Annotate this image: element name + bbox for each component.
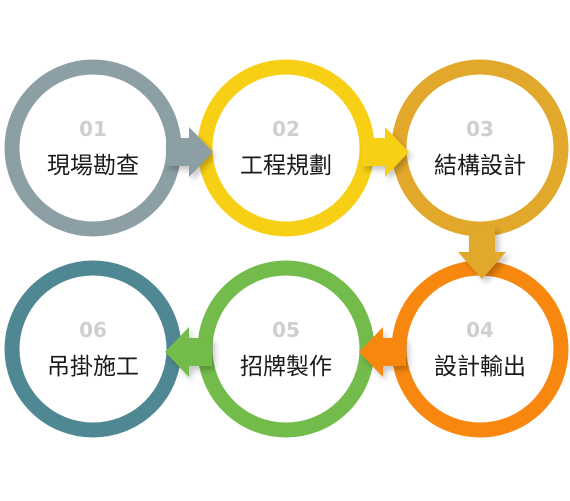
arrow-shape [165,327,212,377]
step-number: 01 [79,117,107,141]
arrow-right-icon [166,127,216,181]
step-ring [4,260,182,438]
arrow-left-icon [165,327,215,381]
step-label: 結構設計 [434,153,526,179]
step-number: 05 [272,318,300,342]
process-step-01: 01 現場勘查 [4,59,182,237]
step-number: 06 [79,318,107,342]
arrow-shape [166,127,213,177]
arrow-shape [359,327,406,377]
arrow-shape [458,227,506,279]
step-label: 工程規劃 [240,153,332,179]
step-label: 招牌製作 [240,354,332,380]
process-step-06: 06 吊掛施工 [4,260,182,438]
process-step-04: 04 設計輸出 [391,260,569,438]
process-step-05: 05 招牌製作 [197,260,375,438]
step-ring [197,260,375,438]
step-label: 設計輸出 [434,354,526,380]
process-step-03: 03 結構設計 [391,59,569,237]
arrow-shape [362,127,409,177]
step-ring [391,59,569,237]
step-number: 03 [466,117,494,141]
step-number: 02 [272,117,300,141]
step-ring [4,59,182,237]
arrow-down-icon [458,227,510,283]
step-label: 現場勘查 [47,153,139,179]
arrow-left-icon [359,327,409,381]
process-step-02: 02 工程規劃 [197,59,375,237]
step-label: 吊掛施工 [47,354,139,380]
step-number: 04 [466,318,494,342]
arrow-right-icon [362,127,412,181]
step-ring [197,59,375,237]
step-ring [391,260,569,438]
